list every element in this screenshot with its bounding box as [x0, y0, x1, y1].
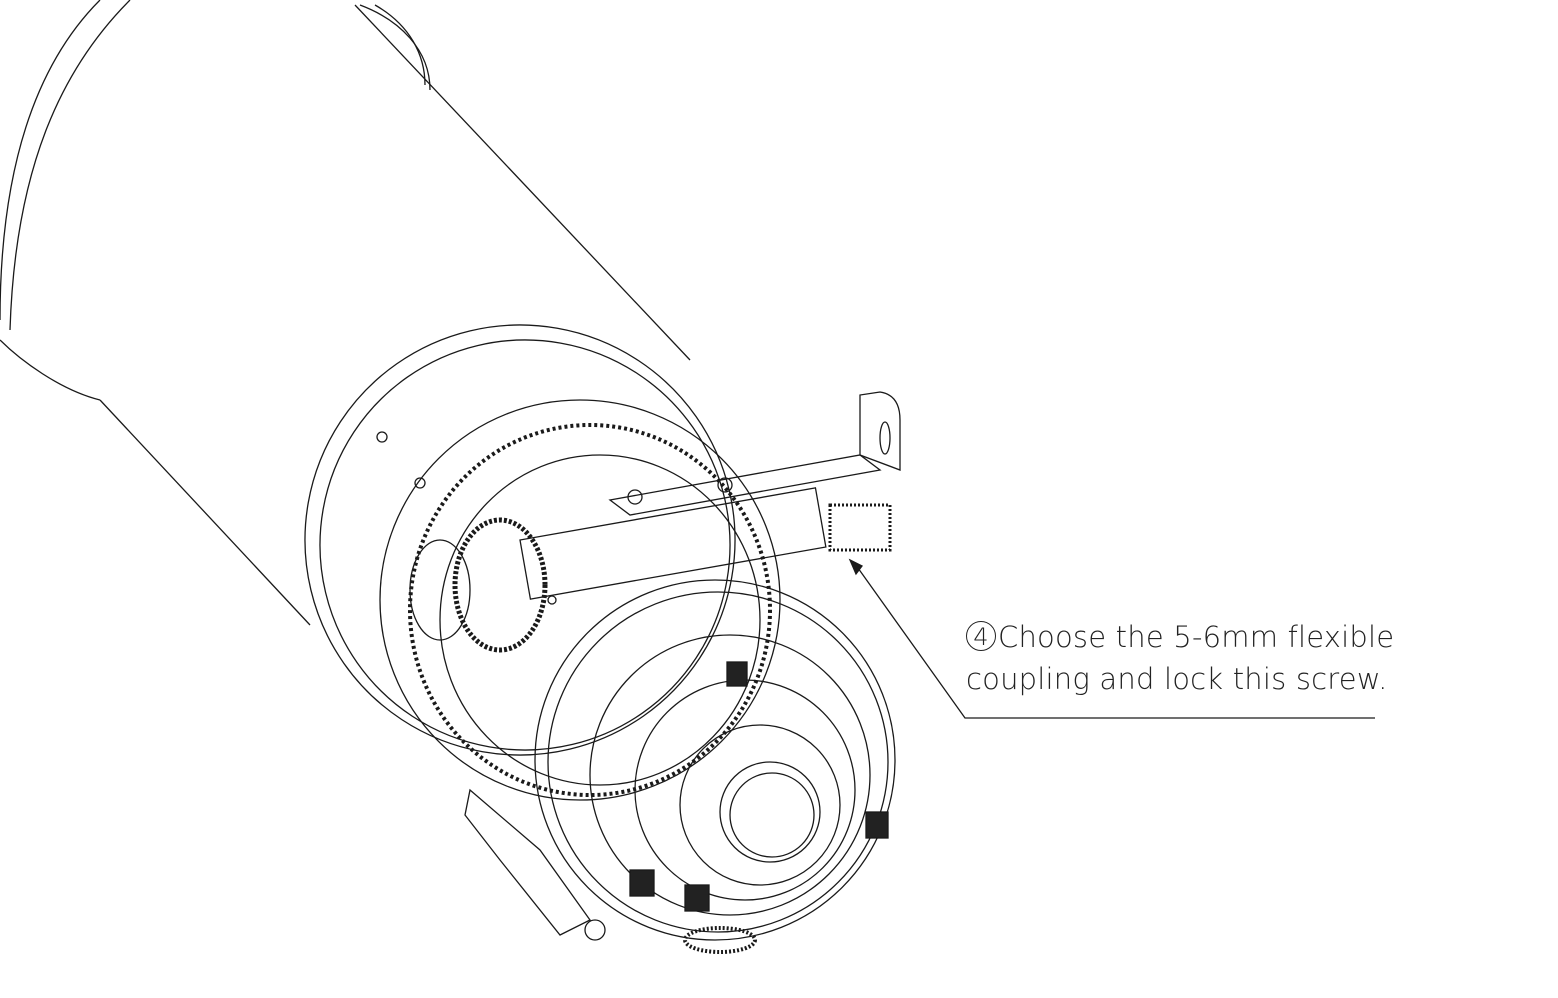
motor-bracket	[608, 391, 901, 552]
callout-text-1: Choose the 5-6mm flexible	[998, 620, 1395, 654]
camera-adapter	[464, 579, 896, 954]
telescope-tube	[0, 0, 691, 626]
callout-text-2: coupling and lock this screw.	[966, 662, 1388, 696]
focuser-body	[304, 324, 781, 801]
callout-leader-line	[848, 558, 1375, 719]
step-number-badge: 4	[966, 621, 996, 651]
focus-knob	[409, 487, 827, 653]
